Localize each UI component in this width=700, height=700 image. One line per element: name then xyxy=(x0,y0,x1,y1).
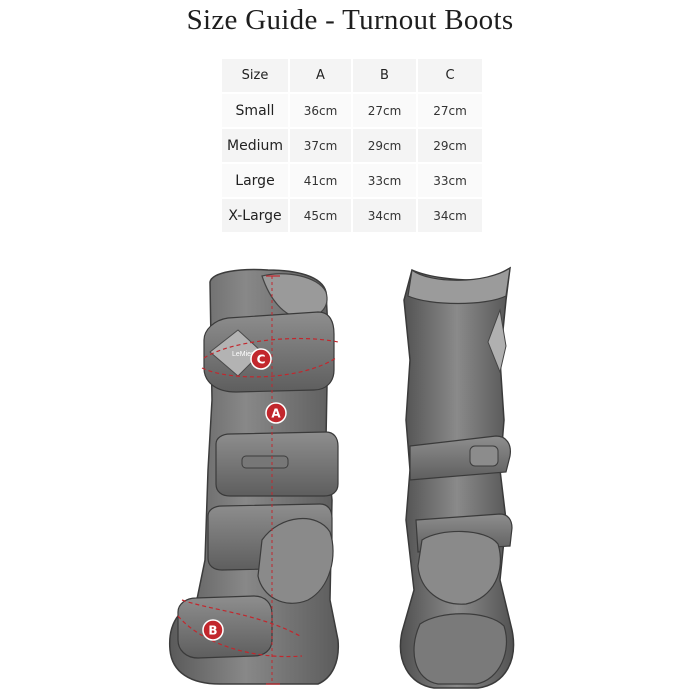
side-boot-fetlock-strap xyxy=(177,595,273,659)
header-a: A xyxy=(289,59,353,94)
measure-b: 27cm xyxy=(352,93,418,129)
front-boot-buckle xyxy=(469,445,499,467)
header-c: C xyxy=(417,59,484,94)
table-header-row: Size A B C xyxy=(222,59,484,94)
measure-a: 41cm xyxy=(289,163,353,199)
measure-c: 29cm xyxy=(417,128,484,164)
front-view-boot xyxy=(399,266,515,689)
size-table: Size A B C Small 36cm 27cm 27cm Medium 3… xyxy=(222,59,484,234)
side-boot-hock-pad xyxy=(257,518,334,604)
side-view-boot: LeMieux xyxy=(168,268,340,685)
front-boot-hoof-guard xyxy=(413,613,508,685)
marker-a: A xyxy=(265,402,287,424)
measure-a: 45cm xyxy=(289,198,353,234)
side-boot-brand-plate xyxy=(241,455,289,469)
measure-c: 33cm xyxy=(417,163,484,199)
header-b: B xyxy=(352,59,418,94)
header-size: Size xyxy=(222,59,290,94)
marker-b: B xyxy=(202,619,224,641)
measure-line-b xyxy=(177,599,303,658)
front-boot-top-strap-tab xyxy=(487,308,507,374)
measure-c: 34cm xyxy=(417,198,484,234)
measure-line-c xyxy=(201,337,339,378)
marker-c: C xyxy=(250,348,272,370)
measure-c: 27cm xyxy=(417,93,484,129)
measure-b: 33cm xyxy=(352,163,418,199)
measure-a: 36cm xyxy=(289,93,353,129)
table-row: X-Large 45cm 34cm 34cm xyxy=(222,198,484,234)
size-label: Small xyxy=(222,93,290,129)
marker-a-label: A xyxy=(271,407,281,421)
size-label: Large xyxy=(222,163,290,199)
front-boot-knee-pad xyxy=(417,530,502,605)
logo-text: LeMieux xyxy=(232,351,259,358)
page-title: Size Guide - Turnout Boots xyxy=(186,4,514,36)
table-row: Small 36cm 27cm 27cm xyxy=(222,93,484,129)
size-label: X-Large xyxy=(222,198,290,234)
marker-b-label: B xyxy=(208,624,217,638)
table-row: Medium 37cm 29cm 29cm xyxy=(222,128,484,164)
front-boot-top-opening xyxy=(407,266,511,305)
measure-b: 29cm xyxy=(352,128,418,164)
table-row: Large 41cm 33cm 33cm xyxy=(222,163,484,199)
measure-b: 34cm xyxy=(352,198,418,234)
size-label: Medium xyxy=(222,128,290,164)
measure-a: 37cm xyxy=(289,128,353,164)
side-boot-top-roll xyxy=(261,273,328,319)
marker-c-label: C xyxy=(257,353,266,367)
